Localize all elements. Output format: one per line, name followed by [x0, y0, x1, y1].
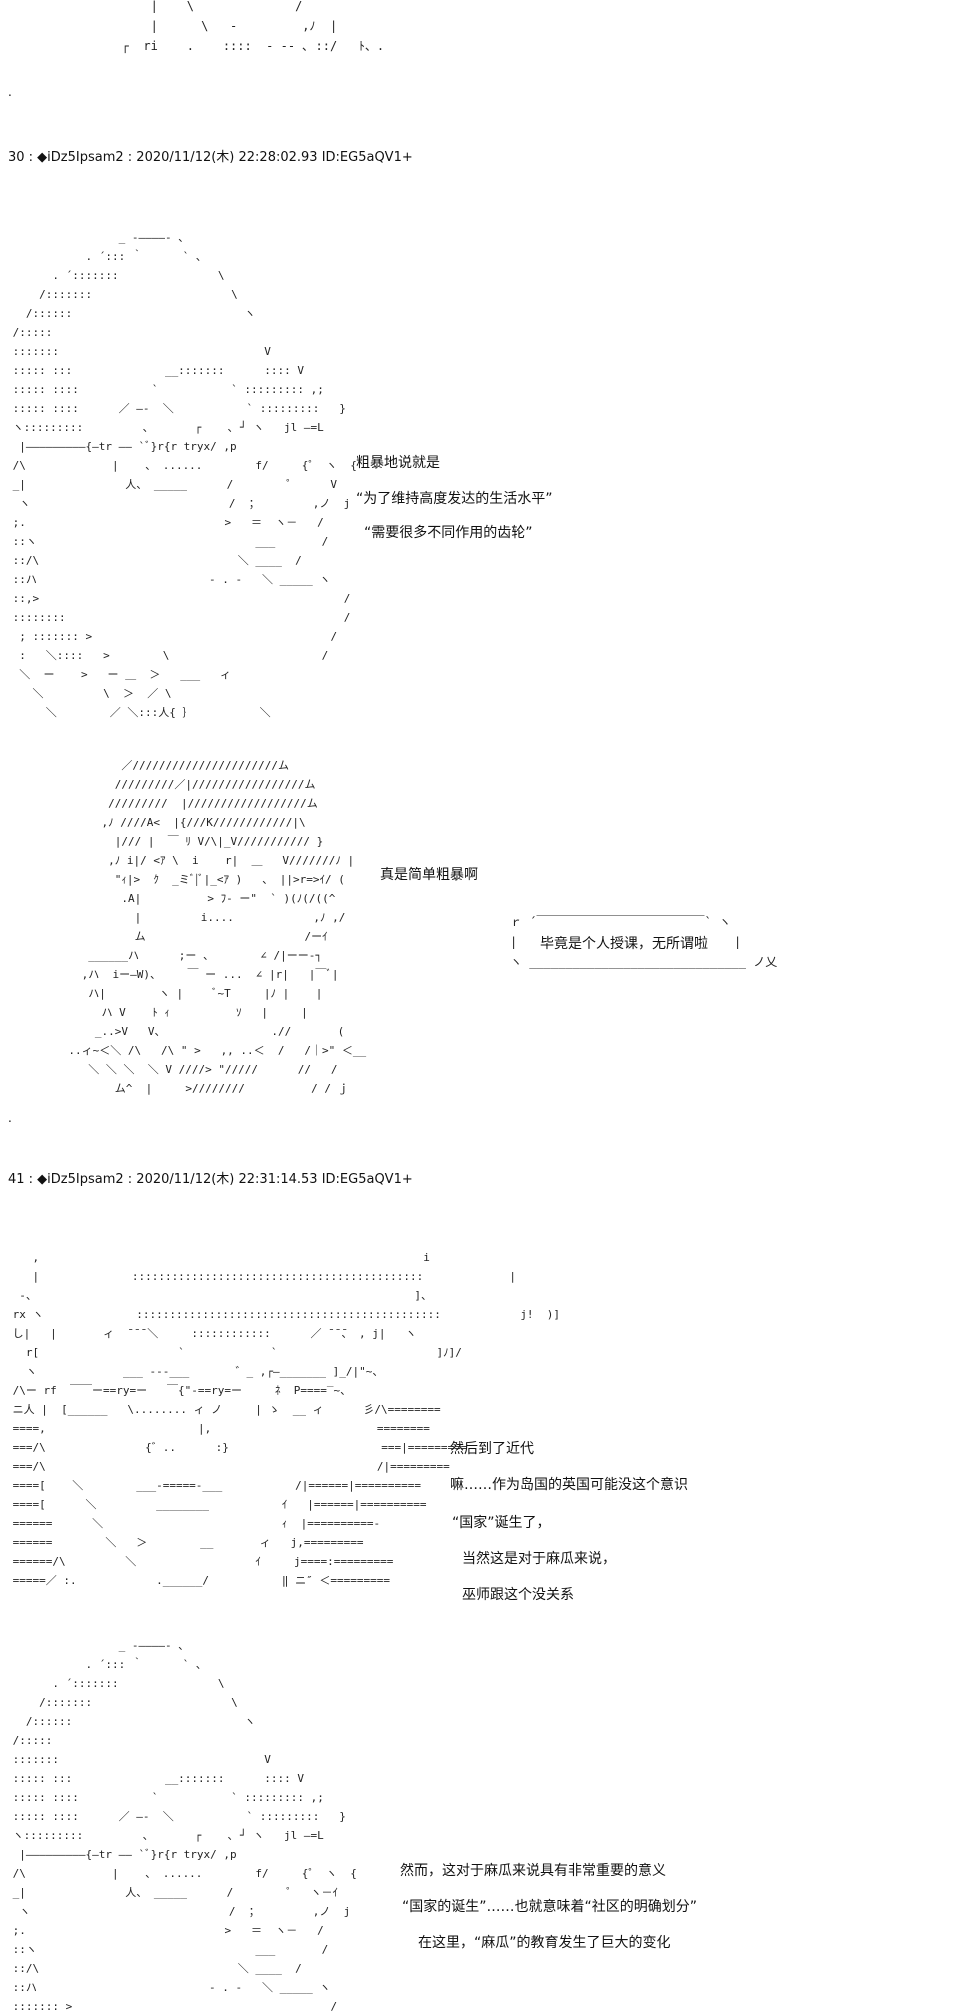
ascii-art-top-fragment: | \ / | \ - ,ﾉ | ┌ ri . :::: - -- ､ ::/ … — [121, 0, 385, 53]
caption-line: 当然这是对于麻瓜来说， — [462, 1551, 616, 1567]
ascii-art-glasses-man-repeat: _ -――――- 、 . ´::: ｀ ` 、 . ´::::::: \ /::… — [12, 1639, 357, 2013]
caption-line: “为了维持高度发达的生活水平” — [356, 491, 553, 507]
caption-line: “需要很多不同作用的齿轮” — [364, 525, 533, 541]
caption-line: 嘛……作为岛国的英国可能没这个意识 — [450, 1477, 688, 1493]
caption-line: “国家的诞生”……也就意味着“社区的明确划分” — [402, 1899, 698, 1915]
caption-line: 巫师跟这个没关系 — [462, 1587, 574, 1603]
caption-line: “国家”诞生了， — [452, 1515, 551, 1531]
separator-dot: . — [8, 85, 12, 99]
speech-bubble-text: 毕竟是个人授课，无所谓啦 — [540, 936, 708, 952]
separator-dot: . — [8, 1111, 12, 1125]
post-header: 41 : ◆iDz5Ipsam2 : 2020/11/12(木) 22:31:1… — [8, 1172, 413, 1187]
speech-bubble-frame: ｒ ´￣￣￣￣￣￣￣￣￣￣￣￣￣￣` ヽ | | ヽ _____________… — [510, 915, 778, 969]
caption-line: 真是简单粗暴啊 — [380, 867, 478, 883]
caption-line: 粗暴地说就是 — [356, 455, 440, 471]
ascii-art-hatched-hair-character: ／//////////////////////ム /////////／|////… — [68, 759, 367, 1095]
ascii-art-shaded-character: , i | ::::::::::::::::::::::::::::::::::… — [12, 1251, 561, 1587]
ascii-art-glasses-man: _ -――――- 、 . ´::: ｀ ` 、 . ´::::::: \ /::… — [12, 231, 357, 719]
caption-line: 然而，这对于麻瓜来说具有非常重要的意义 — [400, 1863, 666, 1879]
caption-line: 在这里，“麻瓜”的教育发生了巨大的变化 — [418, 1935, 671, 1951]
caption-line: 然后到了近代 — [450, 1441, 534, 1457]
post-header: 30 : ◆iDz5Ipsam2 : 2020/11/12(木) 22:28:0… — [8, 150, 413, 165]
